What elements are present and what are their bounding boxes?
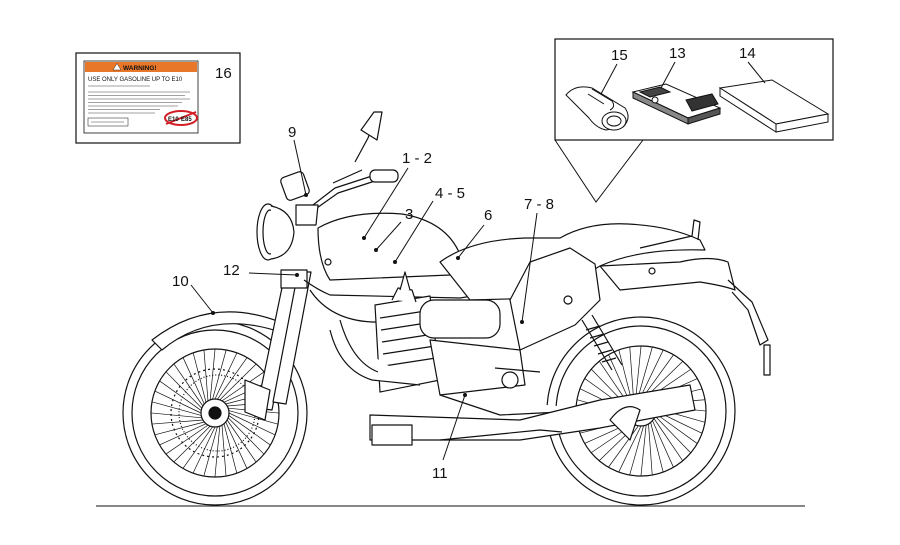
warning-header-bar	[85, 62, 197, 72]
wheel-spoke	[173, 363, 204, 407]
owners-manual-icon	[718, 79, 830, 133]
wheel-spoke	[608, 425, 639, 468]
wheel-spoke	[150, 412, 202, 419]
wheel-spoke	[653, 418, 684, 462]
wheel-spoke	[228, 415, 271, 446]
wheel-spoke	[655, 413, 698, 444]
warning-header-text: WARNING!	[123, 65, 157, 72]
wheel-spoke	[182, 357, 205, 405]
wheel-spoke	[608, 354, 630, 402]
wheel-spoke	[648, 423, 653, 476]
rear-shock	[581, 314, 623, 371]
wheel-spoke	[165, 371, 203, 409]
wheel-spoke	[640, 425, 647, 477]
wheel-spoke	[182, 426, 213, 469]
wheel-spoke	[618, 425, 642, 473]
wheel-spoke	[154, 390, 202, 414]
callout-3: 3	[405, 206, 413, 223]
wheel-spoke	[629, 346, 634, 399]
callout-dots	[211, 193, 524, 397]
wheel-spoke	[214, 426, 221, 478]
wheel-spoke	[635, 345, 642, 397]
callout-11: 11	[432, 465, 448, 482]
tool-pouch-icon	[565, 86, 629, 131]
callout-13: 13	[669, 45, 686, 62]
callout-12: 12	[223, 262, 240, 279]
wheel-spoke	[209, 348, 216, 400]
front-fender	[151, 311, 284, 351]
wheel-spoke	[618, 349, 632, 400]
wheel-spoke	[192, 426, 216, 474]
front-fork	[256, 269, 312, 411]
wheel-spoke	[221, 371, 265, 402]
callout-7-8: 7 - 8	[524, 196, 554, 213]
motorcycle-drawing	[122, 111, 771, 506]
wheel-spoke	[640, 349, 664, 397]
wheel-spoke	[650, 422, 664, 473]
fuel-banned-label: E85	[181, 117, 192, 123]
wheel-spoke	[228, 412, 276, 436]
wheel-spoke	[159, 380, 202, 411]
wheel-spoke	[638, 346, 653, 397]
wheel-spoke	[151, 401, 202, 416]
wheel-spoke	[154, 421, 205, 436]
document-kit-icon	[631, 83, 722, 125]
callout-6: 6	[484, 207, 492, 224]
wheel-spoke	[643, 354, 674, 397]
headlight	[256, 203, 295, 261]
wheel-spoke	[226, 419, 257, 463]
wheel-spoke	[173, 425, 211, 463]
wheel-spoke	[227, 417, 265, 455]
warning-label-panel: WARNING! USE ONLY GASOLINE UP TO E10 E10…	[75, 52, 241, 144]
wheel-spoke	[652, 420, 674, 468]
rear-tail	[599, 257, 736, 291]
documentation-panel: 15 13 14	[554, 38, 834, 203]
callout-leaders	[190, 139, 538, 461]
warning-line-1: USE ONLY GASOLINE UP TO E10	[88, 77, 183, 83]
fuel-tank	[317, 212, 463, 281]
callout-1-2: 1 - 2	[402, 150, 432, 167]
engine	[329, 271, 601, 416]
wheel-spoke	[654, 415, 692, 454]
exhaust	[369, 384, 696, 441]
fuel-ok-label: E10	[168, 117, 179, 123]
wheel-spoke	[192, 352, 207, 403]
wheel-spoke	[214, 352, 238, 400]
callout-14: 14	[739, 45, 756, 62]
wheel-spoke	[629, 425, 644, 476]
callout-9: 9	[288, 124, 296, 141]
wheel-spoke	[228, 410, 279, 425]
warning-triangle-icon	[112, 63, 122, 71]
wheel-spoke	[217, 357, 248, 400]
wheel-spoke	[165, 424, 209, 455]
callout-16: 16	[215, 65, 232, 82]
wheel-spoke	[203, 426, 218, 477]
warning-fine-print	[88, 85, 190, 114]
wheel-spoke	[212, 349, 227, 400]
callout-15: 15	[611, 47, 628, 64]
wheel-spoke	[221, 425, 227, 477]
handlebar	[280, 111, 399, 226]
callout-10: 10	[172, 273, 189, 290]
side-cover	[509, 247, 601, 351]
wheel-spoke	[151, 419, 203, 425]
callout-4-5: 4 - 5	[435, 185, 465, 202]
wheel-spoke	[203, 349, 209, 401]
front-wheel	[122, 320, 308, 506]
wheel-spoke	[159, 423, 207, 446]
